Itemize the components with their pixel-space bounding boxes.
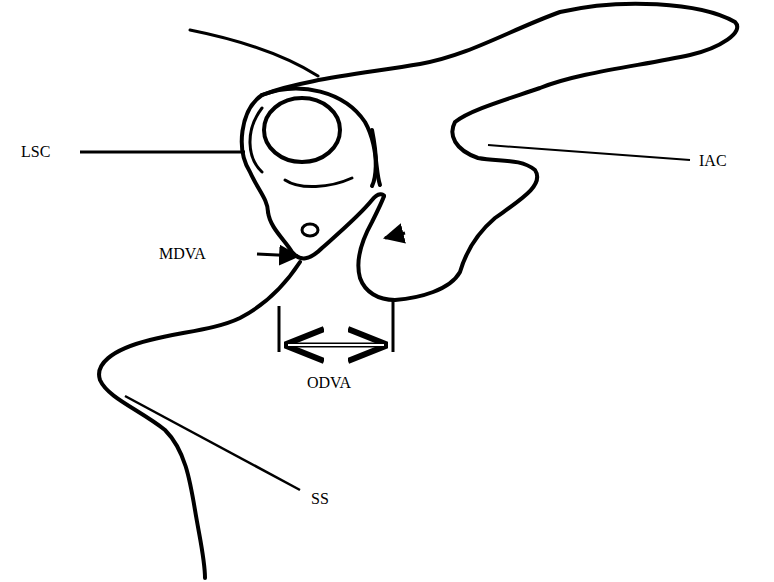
part-label: IAC [698,153,728,169]
part-label: ODVA [306,375,352,391]
part-label: LSC [20,144,51,160]
part-label: SS [310,491,330,507]
part-label: MDVA [158,246,207,262]
